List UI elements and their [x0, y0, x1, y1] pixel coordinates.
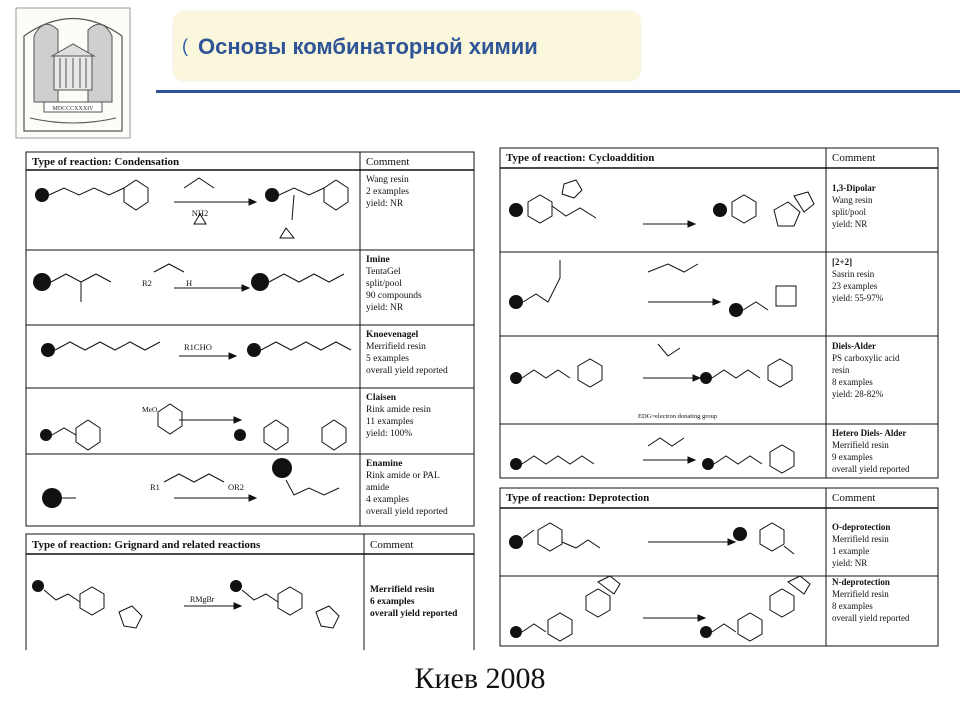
row4-line2: 11 examples: [366, 417, 414, 427]
row3-structure: [41, 341, 352, 360]
cyclo-row2-line3: yield: 55-97%: [832, 293, 884, 303]
cyclo-row4-structure: [510, 437, 795, 474]
row5-line3: 4 examples: [366, 495, 409, 505]
cyclo-row3-structure: [510, 343, 793, 388]
deprot-row1-structure: [509, 522, 795, 555]
grignard-line2: 6 examples: [370, 597, 415, 607]
reagent-r1cho: R1CHO: [184, 342, 212, 352]
cyclo-row1-line2: split/pool: [832, 207, 867, 217]
cyclo-row3-line4: yield: 28-82%: [832, 389, 884, 399]
cyclo-row3-line3: 8 examples: [832, 377, 873, 387]
deprotection-comment-header: Comment: [832, 492, 875, 504]
cyclo-row3-line2: resin: [832, 365, 850, 375]
title-underline: [156, 90, 960, 93]
university-logo: MDCCCXXXIV: [14, 6, 132, 140]
grignard-line3: overall yield reported: [370, 609, 458, 619]
cyclo-row2-line2: 23 examples: [832, 281, 878, 291]
cycloaddition-table: Type of reaction: Cycloaddition Comment …: [498, 146, 940, 484]
deprot-row2-structure: [510, 575, 811, 642]
deprot-row2-name: N-deprotection: [832, 577, 890, 587]
footer-text: Киев 2008: [414, 662, 546, 695]
row5-name: Enamine: [366, 459, 402, 469]
row2-structure: [33, 263, 345, 302]
row3-line3: overall yield reported: [366, 366, 448, 376]
deprot-row1-name: O-deprotection: [832, 522, 890, 532]
title-bullet-icon: (: [182, 36, 188, 56]
grignard-table: Type of reaction: Grignard and related r…: [24, 532, 478, 653]
reagent-nh2: NH2: [192, 208, 209, 218]
reagent-or2: OR2: [228, 482, 244, 492]
row2-line4: yield: NR: [366, 303, 404, 313]
cyclo-row1-line3: yield: NR: [832, 219, 867, 229]
row5-line1: Rink amide or PAL: [366, 471, 440, 481]
deprot-row2-line1: Merrifield resin: [832, 589, 889, 599]
deprot-row1-line1: Merrifield resin: [832, 534, 889, 544]
row2-line3: 90 compounds: [366, 291, 422, 301]
cyclo-row4-name: Hetero Diels- Alder: [832, 428, 906, 438]
grignard-line1: Merrifield resin: [370, 585, 435, 595]
row5-line4: overall yield reported: [366, 507, 448, 517]
row4-line3: yield: 100%: [366, 429, 412, 439]
grignard-header: Type of reaction: Grignard and related r…: [32, 539, 261, 551]
cyclo-row4-line2: 9 examples: [832, 452, 873, 462]
deprotection-table: Type of reaction: Deprotection Comment O…: [498, 486, 940, 650]
row3-line2: 5 examples: [366, 354, 409, 364]
reagent-r2: R2: [142, 278, 152, 288]
row5-structure: [42, 458, 340, 508]
cyclo-row2-name: [2+2]: [832, 257, 852, 267]
row1-line3: yield: NR: [366, 199, 404, 209]
cyclo-row3-name: Diels-Alder: [832, 341, 876, 351]
deprot-row2-line2: 8 examples: [832, 601, 873, 611]
row2-line2: split/pool: [366, 279, 402, 289]
row2-name: Imine: [366, 255, 390, 265]
page-title: Основы комбинаторной химии: [198, 34, 538, 59]
deprot-row2-line3: overall yield reported: [832, 613, 910, 623]
row3-line1: Merrifield resin: [366, 341, 426, 352]
row4-line1: Rink amide resin: [366, 405, 431, 415]
cyclo-row2-structure: [509, 260, 797, 317]
cycloaddition-comment-header: Comment: [832, 152, 875, 164]
cycloaddition-header: Type of reaction: Cycloaddition: [506, 152, 654, 164]
row4-name: Claisen: [366, 393, 397, 403]
deprot-row1-line3: yield: NR: [832, 558, 867, 568]
row2-line1: TentaGel: [366, 267, 401, 277]
reagent-h: H: [186, 278, 192, 288]
edg-note: EDG=electron donating group: [638, 413, 717, 420]
grignard-structure: [32, 580, 340, 629]
reagent-meo: MeO: [142, 405, 158, 414]
row1-line2: 2 examples: [366, 187, 409, 197]
cyclo-row1-line1: Wang resin: [832, 195, 873, 205]
row1-line1: Wang resin: [366, 175, 409, 185]
cyclo-row4-line1: Merrifield resin: [832, 440, 889, 450]
reagent-r1: R1: [150, 482, 160, 492]
title-box: ( Основы комбинаторной химии: [174, 12, 640, 80]
row4-structure: [40, 403, 347, 451]
cyclo-row1-structure: [509, 179, 815, 228]
row3-name: Knoevenagel: [366, 330, 419, 340]
cyclo-row4-line3: overall yield reported: [832, 464, 910, 474]
grignard-comment-header: Comment: [370, 539, 413, 551]
condensation-comment-header: Comment: [366, 156, 409, 168]
row5-line2: amide: [366, 483, 389, 493]
deprot-row1-line2: 1 example: [832, 546, 869, 556]
cyclo-row2-line1: Sasrin resin: [832, 269, 875, 279]
logo-caption: MDCCCXXXIV: [52, 106, 94, 112]
condensation-table: Type of reaction: Condensation Comment W…: [24, 150, 478, 530]
condensation-header: Type of reaction: Condensation: [32, 156, 179, 168]
reagent-rmgbr: RMgBr: [190, 595, 215, 604]
cyclo-row3-line1: PS carboxylic acid: [832, 353, 900, 363]
deprotection-header: Type of reaction: Deprotection: [506, 492, 649, 504]
row1-structure: [35, 177, 349, 239]
cyclo-row1-name: 1,3-Dipolar: [832, 183, 876, 193]
